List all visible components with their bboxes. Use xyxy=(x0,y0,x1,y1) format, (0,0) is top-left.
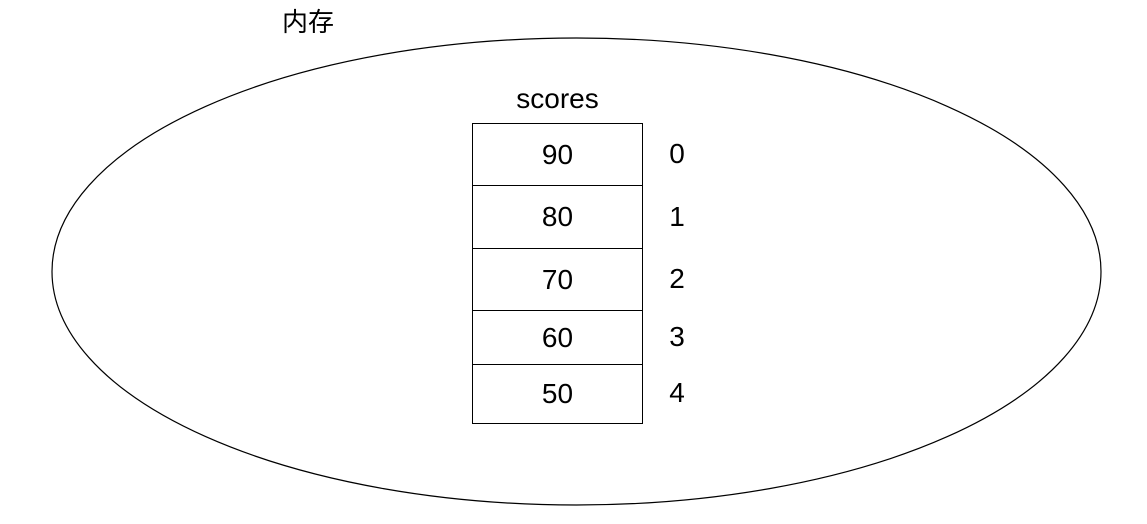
array-cell: 70 xyxy=(473,249,642,311)
index-label: 0 xyxy=(662,123,692,185)
array-cell: 60 xyxy=(473,311,642,365)
cell-value: 50 xyxy=(541,378,574,409)
index-label: 2 xyxy=(662,248,692,310)
array-cell: 50 xyxy=(473,365,642,423)
memory-label: 内存 xyxy=(282,7,335,37)
array-cell: 80 xyxy=(473,186,642,249)
cell-value: 80 xyxy=(541,201,574,232)
index-label: 1 xyxy=(662,185,692,248)
cell-value: 60 xyxy=(541,321,574,353)
array-cell: 90 xyxy=(473,124,642,186)
index-label: 4 xyxy=(662,364,692,422)
index-column: 0 1 2 3 4 xyxy=(662,123,692,422)
index-value: 1 xyxy=(669,200,685,232)
index-value: 2 xyxy=(669,263,685,294)
scores-array-table: 90 80 70 60 50 xyxy=(472,123,643,424)
index-value: 3 xyxy=(669,321,685,352)
cell-value: 90 xyxy=(541,138,574,170)
array-name-label: scores xyxy=(516,83,599,114)
cell-value: 70 xyxy=(541,263,574,295)
index-value: 0 xyxy=(669,138,685,169)
index-value: 4 xyxy=(669,377,685,408)
index-label: 3 xyxy=(662,310,692,364)
